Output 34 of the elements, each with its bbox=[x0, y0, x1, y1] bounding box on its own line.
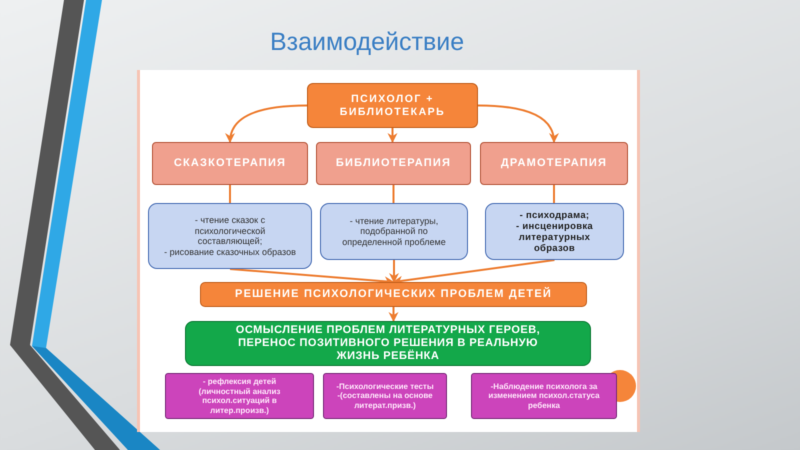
outcome-box bbox=[185, 321, 591, 366]
box-heading: ПСИХОЛОГ + БИБЛИОТЕКАРЬ bbox=[340, 92, 446, 118]
assessment-box bbox=[165, 373, 314, 419]
box-heading: ДРАМОТЕРАПИЯ bbox=[500, 157, 608, 170]
result-box bbox=[200, 282, 587, 307]
assessment-text: (личностный анализ психол.ситуаций в литер.произв.) bbox=[198, 386, 282, 415]
assessment-text: -(составлены на основе литерат.призв.) bbox=[336, 391, 434, 410]
method-box bbox=[148, 203, 312, 269]
connector-arrow bbox=[226, 104, 308, 143]
method-box bbox=[320, 203, 468, 260]
connector-arrow bbox=[388, 128, 398, 143]
connector-arrow bbox=[389, 260, 399, 283]
method-text: - рисование сказочных образов bbox=[164, 246, 296, 257]
method-text: - инсценировка литературных образов bbox=[514, 220, 594, 254]
box-heading: БИБЛИОТЕРАПИЯ bbox=[336, 157, 452, 170]
role-box bbox=[307, 83, 478, 128]
method-text: - психодрама; bbox=[520, 210, 590, 220]
connector-arrow bbox=[478, 104, 558, 143]
assessment-text: -Психологические тесты bbox=[336, 382, 434, 392]
therapy-box bbox=[316, 142, 471, 185]
method-text: - чтение сказок с психологической составляющей; bbox=[194, 215, 266, 246]
slide-title: Взаимодействие bbox=[270, 28, 464, 57]
therapy-box bbox=[152, 142, 308, 185]
assessment-box bbox=[471, 373, 617, 419]
box-heading: РЕШЕНИЕ ПСИХОЛОГИЧЕСКИХ ПРОБЛЕМ ДЕТЕЙ bbox=[235, 288, 552, 301]
method-box bbox=[485, 203, 624, 260]
connector-arrow bbox=[388, 307, 398, 322]
box-heading: СКАЗКОТЕРАПИЯ bbox=[174, 157, 286, 170]
therapy-box bbox=[480, 142, 628, 185]
assessment-text: - рефлексия детей bbox=[202, 377, 276, 386]
assessment-text: -Наблюдение психолога за изменением психол.статуса ребенка bbox=[487, 382, 601, 410]
box-heading: ОСМЫСЛЕНИЕ ПРОБЛЕМ ЛИТЕРАТУРНЫХ ГЕРОЕВ, ПЕРЕНОС ПОЗИТИВНОГО РЕШЕНИЯ В РЕАЛЬНУЮ ЖИЗНЬ РЕБЁНКА bbox=[234, 324, 542, 363]
method-text: - чтение литературы, подобранной по определенной проблеме bbox=[341, 216, 447, 248]
assessment-box bbox=[323, 373, 447, 419]
